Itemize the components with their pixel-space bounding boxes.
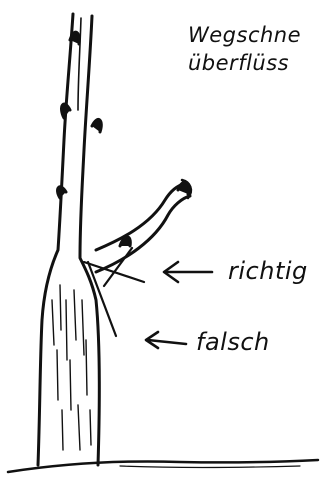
bud-icon: [178, 182, 189, 194]
bud-icon: [92, 119, 101, 132]
label-correct: richtig: [228, 257, 308, 285]
trunk-right-edge: [80, 16, 99, 465]
trunk-left-edge: [38, 14, 73, 465]
heading-line-2: überflüss: [188, 50, 289, 76]
side-shoot: [96, 184, 184, 250]
ground-line: [8, 460, 318, 472]
heading-line-1: Wegschne: [188, 22, 301, 48]
left-arrow-icon: [146, 332, 186, 348]
bark-texture: [52, 285, 91, 450]
label-wrong: falsch: [196, 328, 270, 356]
cross-mark-icon: [84, 248, 144, 286]
wrong-cut-line: [88, 262, 116, 336]
left-arrow-icon: [164, 262, 212, 282]
